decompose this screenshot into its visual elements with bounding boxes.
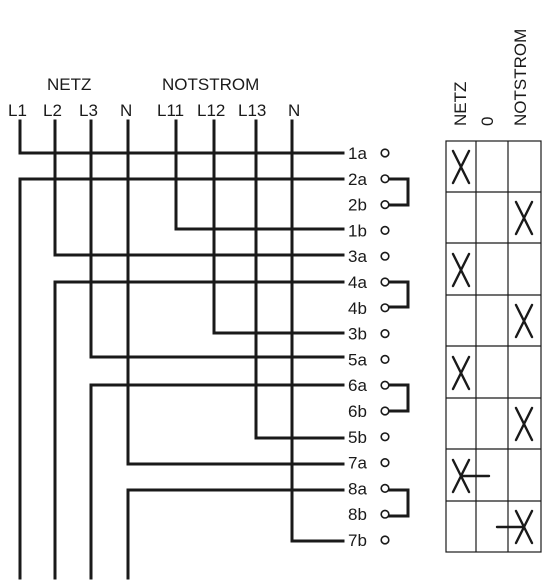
terminal-5b: [380, 432, 390, 442]
contact-label-7b: 7b: [348, 531, 367, 550]
terminal-2b: [380, 200, 390, 210]
wire-out-w: [89, 383, 345, 580]
input-label-l13: L13: [238, 101, 266, 120]
terminal-1a: [380, 148, 390, 158]
input-label-l1: L1: [8, 101, 27, 120]
contact-list: 1a 2a 2b 1b 3a 4a 4b 3b 5a 6a 6b 5b 7a 8a 8b 7b: [348, 144, 390, 550]
bridge-6a-6b: [387, 383, 410, 413]
terminal-4b: [380, 303, 390, 313]
terminal-2a: [380, 174, 390, 184]
contact-label-2b: 2b: [348, 196, 367, 215]
terminal-7a: [380, 458, 390, 468]
contact-label-5b: 5b: [348, 428, 367, 447]
notstrom-group-label: NOTSTROM: [162, 75, 259, 94]
terminal-3b: [380, 329, 390, 339]
terminal-8a: [380, 483, 390, 494]
x-mark-early-make: [451, 458, 491, 494]
x-mark: [451, 355, 471, 391]
contact-label-3a: 3a: [348, 247, 367, 266]
input-label-l12: L12: [197, 101, 225, 120]
terminal-4a: [380, 277, 390, 287]
contact-label-4b: 4b: [348, 299, 367, 318]
x-mark-early-make: [495, 509, 534, 545]
terminal-6a: [380, 380, 390, 390]
x-mark: [514, 406, 534, 442]
terminal-1b: [380, 225, 390, 235]
column-label-zero: 0: [478, 117, 497, 126]
input-label-l11: L11: [157, 101, 184, 120]
input-label-n2: N: [288, 101, 300, 120]
terminal-6b: [380, 406, 390, 416]
x-mark: [451, 149, 471, 185]
column-label-netz: NETZ: [451, 82, 470, 126]
wire-out-v: [53, 280, 345, 580]
input-label-n1: N: [120, 101, 132, 120]
input-label-l3: L3: [79, 101, 98, 120]
contact-label-5a: 5a: [348, 350, 367, 369]
x-mark: [514, 303, 534, 339]
bridge-4a-4b: [387, 280, 410, 309]
contact-label-1b: 1b: [348, 221, 367, 240]
terminal-5a: [380, 354, 390, 365]
wire-out-u: [18, 177, 345, 580]
terminal-8b: [380, 509, 390, 519]
contact-label-7a: 7a: [348, 454, 367, 473]
column-label-notstrom: NOTSTROM: [511, 29, 530, 126]
contact-label-3b: 3b: [348, 325, 367, 344]
contact-label-1a: 1a: [348, 144, 367, 163]
wire-out-n: [126, 488, 345, 580]
x-mark: [514, 200, 534, 236]
input-label-l2: L2: [43, 101, 62, 120]
switching-table-grid: [445, 140, 542, 553]
contact-label-6b: 6b: [348, 402, 367, 421]
contact-label-4a: 4a: [348, 273, 367, 292]
x-mark: [451, 252, 471, 288]
contact-label-6a: 6a: [348, 376, 367, 395]
bridge-8a-8b: [387, 488, 410, 518]
terminal-7b: [380, 535, 390, 545]
contact-label-8b: 8b: [348, 505, 367, 524]
terminal-3a: [380, 251, 390, 261]
contact-label-2a: 2a: [348, 170, 367, 189]
bridge-2a-2b: [387, 177, 410, 207]
netz-group-label: NETZ: [47, 75, 91, 94]
contact-label-8a: 8a: [348, 479, 367, 498]
